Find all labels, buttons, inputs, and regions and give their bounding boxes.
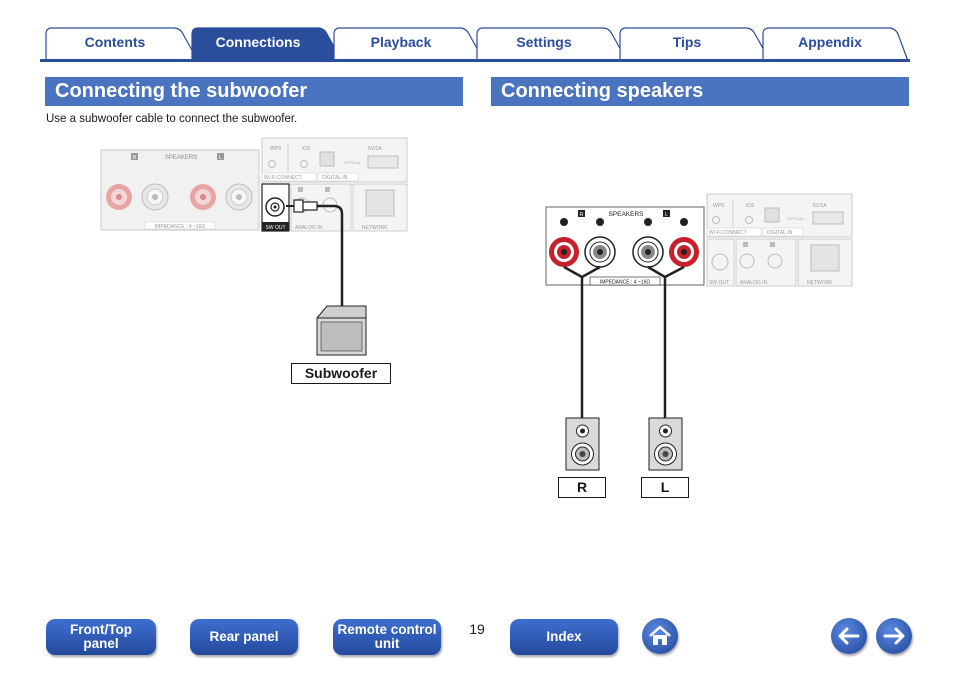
page-number: 19 bbox=[469, 621, 485, 637]
active-panel-r-text: R bbox=[580, 212, 584, 218]
right-panel-wps-text: WPS bbox=[713, 203, 725, 209]
rear-panel-label: Rear panel bbox=[209, 629, 279, 644]
active-impedance-box bbox=[589, 276, 661, 286]
right-panel-swout-text: SW OUT bbox=[709, 280, 729, 286]
panel-wps-text: WPS bbox=[270, 146, 282, 152]
top-tab-bar: Contents Connections Playback Settings T… bbox=[40, 26, 910, 62]
panel-impedance-box bbox=[144, 221, 216, 230]
right-panel-wifi-text: Wi-Fi CONNECT bbox=[709, 230, 747, 236]
terminal-r-plus bbox=[549, 237, 579, 267]
remote-line1: Remote control bbox=[337, 622, 437, 637]
sw-out-label-box bbox=[262, 222, 289, 231]
speaker-cable-r bbox=[563, 265, 584, 442]
speaker-cable-l bbox=[647, 265, 667, 442]
arrow-right-icon bbox=[883, 627, 905, 645]
active-panel-speakers-text: SPEAKERS bbox=[608, 211, 644, 218]
back-button[interactable] bbox=[831, 618, 867, 654]
rear-panel-button[interactable]: Rear panel bbox=[190, 619, 298, 655]
speaker-r-device bbox=[565, 417, 600, 471]
panel-l-text: L bbox=[219, 155, 222, 161]
faded-terminal-l-plus bbox=[190, 184, 216, 210]
panel-network-text: NETWORK bbox=[362, 225, 388, 231]
panel-swout-text: SW OUT bbox=[266, 225, 286, 231]
ios-button-icon bbox=[300, 160, 308, 168]
subwoofer-cable bbox=[286, 199, 344, 306]
panel-ios-text: iOS bbox=[302, 146, 311, 152]
terminal-l-plus bbox=[632, 236, 664, 268]
subwoofer-device bbox=[316, 305, 367, 356]
front-top-line1: Front/Top bbox=[70, 622, 132, 637]
wifi-connect-box bbox=[261, 172, 317, 182]
remote-line2: unit bbox=[374, 636, 400, 651]
optical-port-icon bbox=[319, 151, 335, 167]
forward-button[interactable] bbox=[876, 618, 912, 654]
faded-terminal-l-minus bbox=[225, 183, 253, 211]
digital-in-box bbox=[317, 172, 359, 182]
speaker-r-label: R bbox=[558, 477, 606, 498]
subwoofer-caption: Use a subwoofer cable to connect the sub… bbox=[46, 113, 298, 125]
right-panel-network-text: NETWORK bbox=[807, 280, 833, 286]
active-panel-l-marker bbox=[663, 210, 670, 217]
tab-shapes bbox=[45, 27, 909, 62]
right-panel-ios-text: iOS bbox=[746, 203, 755, 209]
panel-analog-text: ANALOG IN bbox=[295, 225, 323, 231]
tab-settings[interactable]: Settings bbox=[516, 34, 572, 50]
faded-terminal-r-minus bbox=[141, 183, 169, 211]
right-panel-digital-text: DIGITAL IN bbox=[767, 230, 793, 236]
tab-underline bbox=[40, 59, 910, 62]
usb-port-icon bbox=[367, 155, 399, 169]
wps-button-icon bbox=[268, 160, 276, 168]
tab-contents[interactable]: Contents bbox=[84, 34, 146, 50]
panel-usb-text: 5V/1A bbox=[368, 146, 382, 152]
index-button[interactable]: Index bbox=[510, 619, 618, 655]
speaker-l-device bbox=[648, 417, 683, 471]
home-button[interactable] bbox=[642, 618, 678, 654]
right-panel-analog-text: ANALOG IN bbox=[740, 280, 768, 286]
tab-tips[interactable]: Tips bbox=[672, 34, 702, 50]
tab-appendix[interactable]: Appendix bbox=[798, 34, 862, 50]
section-title-subwoofer: Connecting the subwoofer bbox=[45, 77, 463, 106]
panel-impedance-text: IMPEDANCE : 4 ~16Ω bbox=[155, 224, 206, 230]
index-label: Index bbox=[546, 629, 582, 644]
right-panel-optical-text: OPTICAL bbox=[787, 216, 805, 221]
panel-r-text: R bbox=[133, 155, 137, 161]
active-panel-l-text: L bbox=[665, 212, 668, 218]
panel-r-marker bbox=[131, 153, 138, 160]
section-title-speakers: Connecting speakers bbox=[491, 77, 909, 106]
panel-digital-text: DIGITAL IN bbox=[322, 175, 348, 181]
arrow-left-icon bbox=[838, 627, 860, 645]
panel-wifi-text: Wi-Fi CONNECT bbox=[264, 175, 302, 181]
terminal-l-minus bbox=[669, 237, 699, 267]
ethernet-port-icon bbox=[365, 189, 395, 217]
panel-optical-text: OPTICAL bbox=[344, 160, 362, 165]
tab-playback[interactable]: Playback bbox=[370, 34, 432, 50]
panel-speakers-text: SPEAKERS bbox=[165, 155, 197, 161]
speaker-l-label: L bbox=[641, 477, 689, 498]
active-panel-r-marker bbox=[578, 210, 585, 217]
active-impedance-text: IMPEDANCE : 4 ~16Ω bbox=[600, 280, 651, 286]
right-panel-usb-text: 5V/1A bbox=[813, 203, 827, 209]
front-top-line2: panel bbox=[83, 636, 119, 651]
terminal-r-minus bbox=[584, 236, 616, 268]
faded-terminal-r-plus bbox=[106, 184, 132, 210]
tab-connections[interactable]: Connections bbox=[215, 34, 301, 50]
panel-l-marker bbox=[217, 153, 224, 160]
home-icon bbox=[649, 625, 671, 645]
subwoofer-label: Subwoofer bbox=[291, 363, 391, 384]
